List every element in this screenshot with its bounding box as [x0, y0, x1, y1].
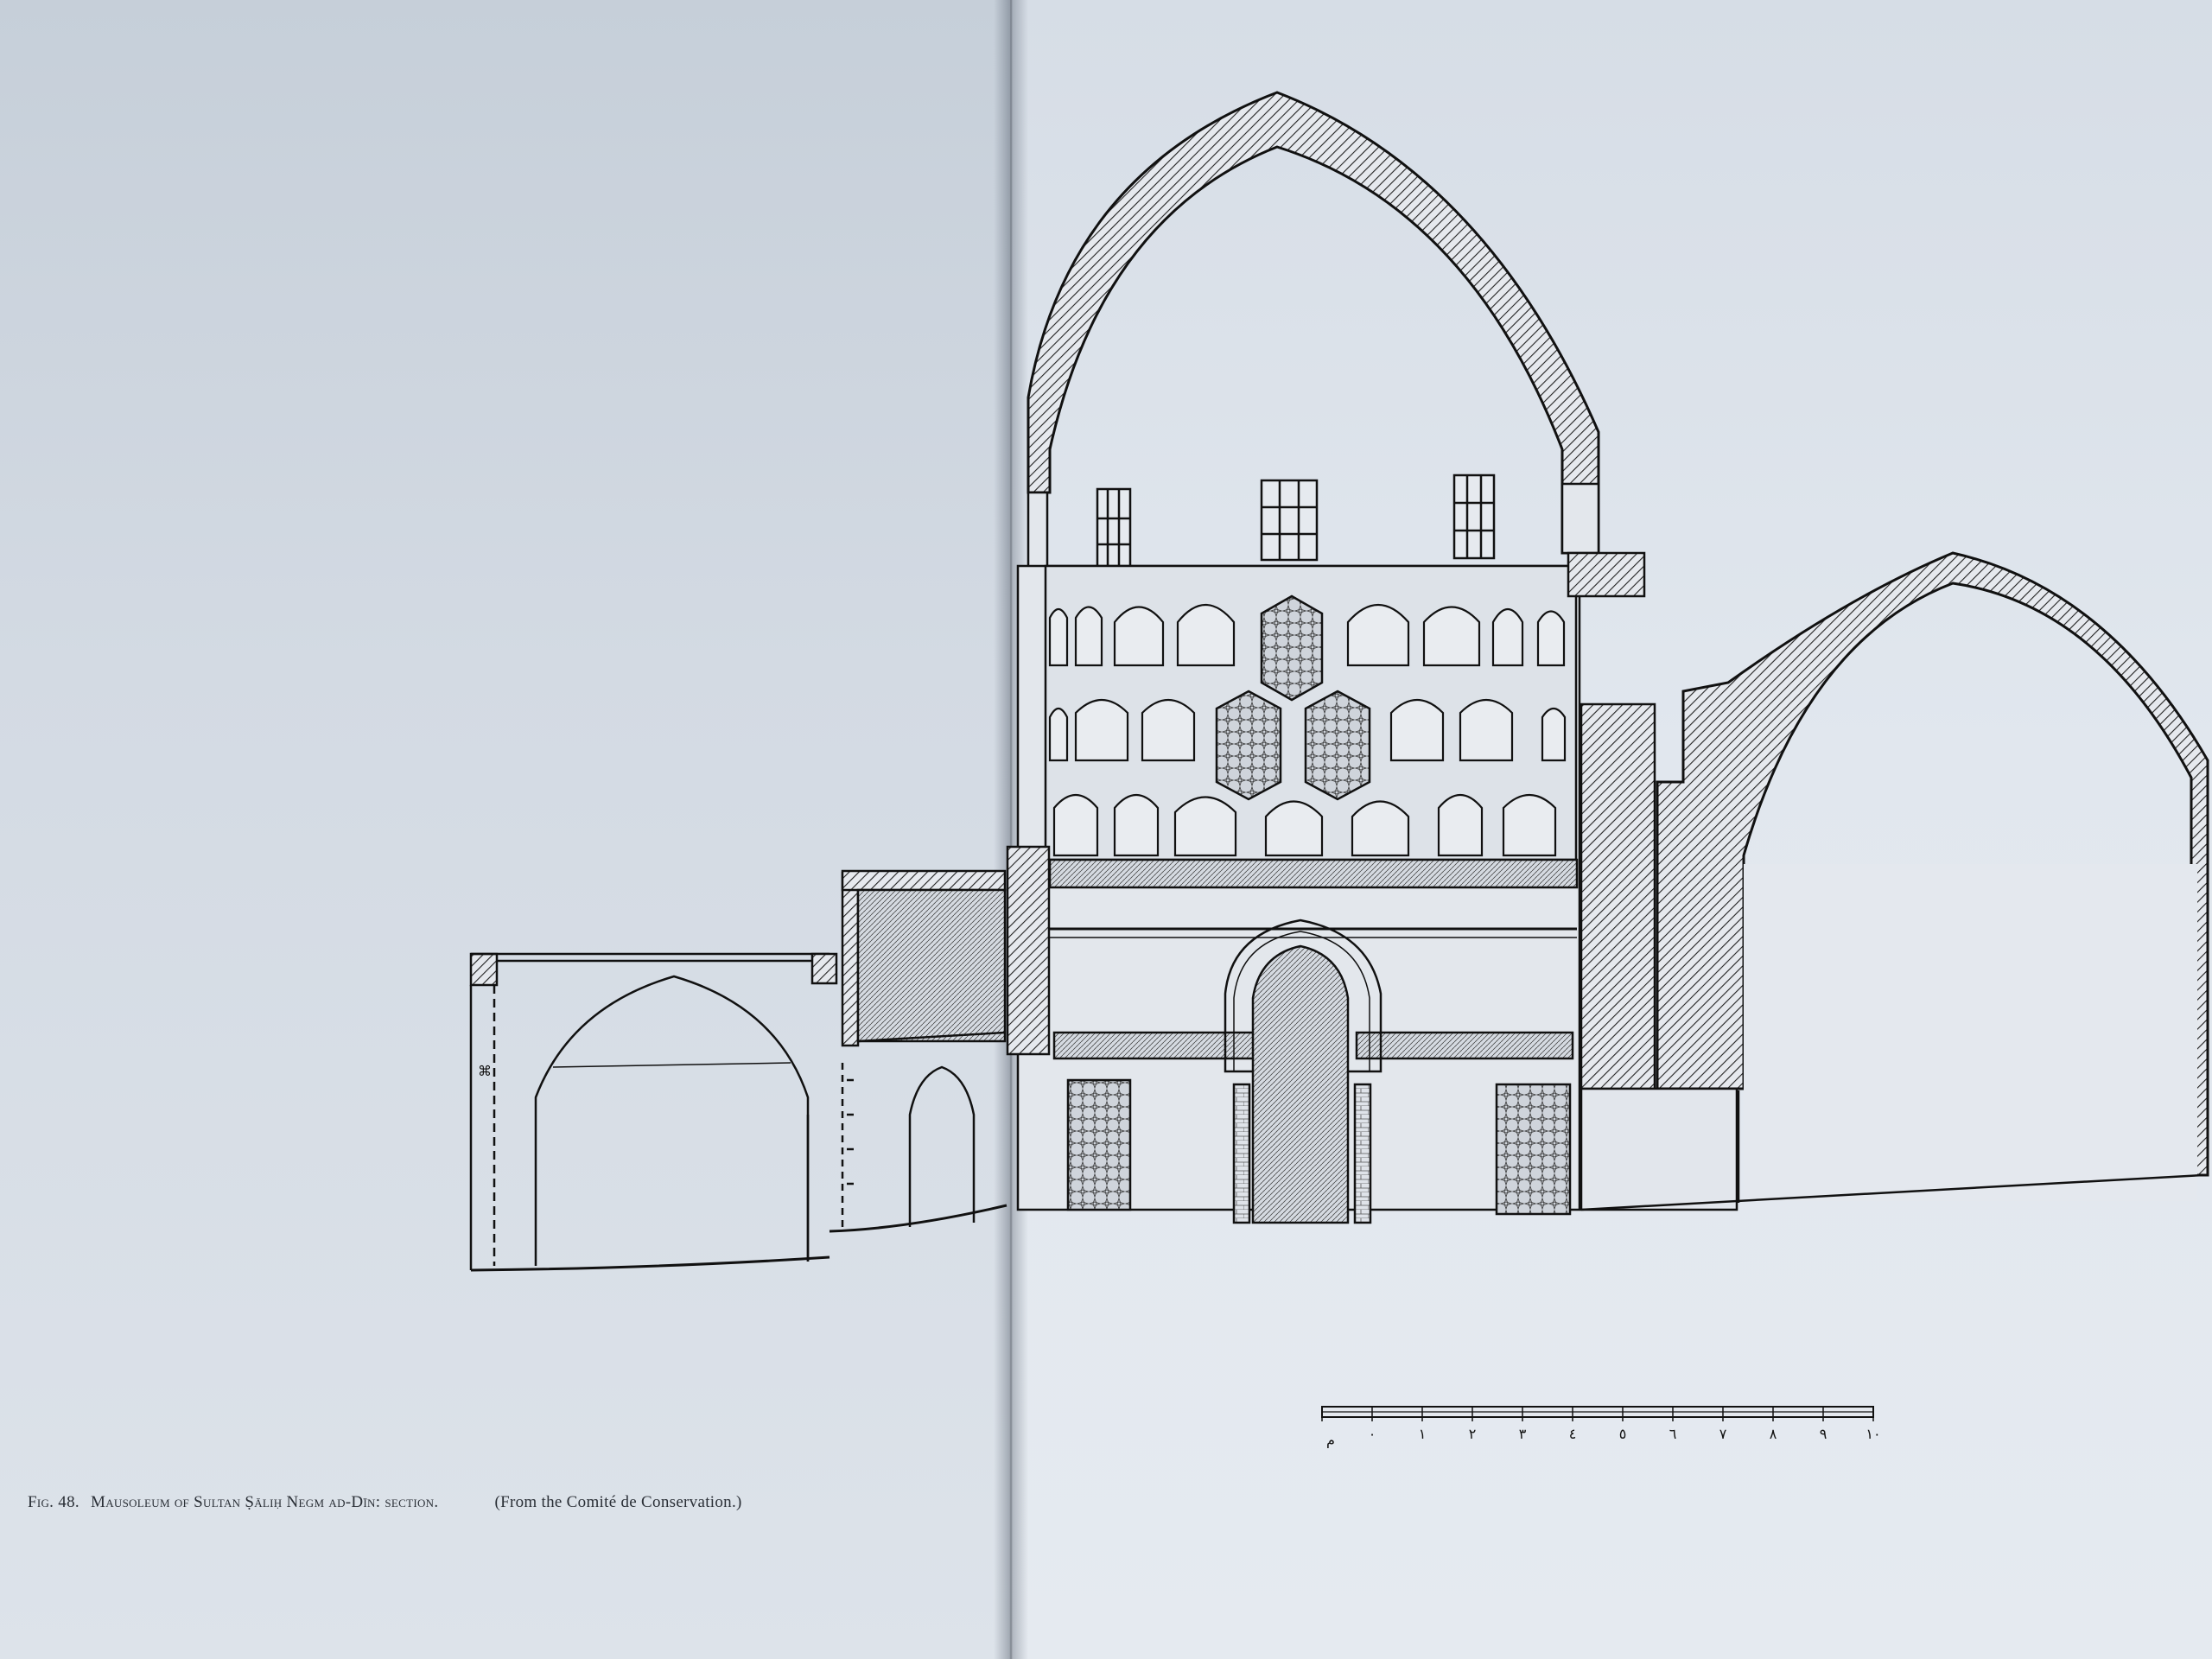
left-page	[0, 0, 1009, 1659]
scale-labels: ١٠ ٩ ٨ ٧ ٦ ٥ ٤ ٣ ٢ ١ ٠ م	[1326, 1426, 1881, 1448]
scale-label: م	[1326, 1432, 1335, 1448]
drum-windows	[1096, 474, 1496, 569]
left-wall-section	[1006, 845, 1051, 1056]
scale-label: ٠	[1369, 1426, 1376, 1442]
muqarnas-row-2	[1048, 699, 1567, 762]
scale-label: ٣	[1519, 1426, 1527, 1442]
muqarnas-row-3	[1052, 794, 1557, 857]
scale-label: ٧	[1719, 1426, 1727, 1442]
scale-bar: ١٠ ٩ ٨ ٧ ٦ ٥ ٤ ٣ ٢ ١ ٠ م	[1321, 1406, 1881, 1448]
scale-label: ٩	[1820, 1426, 1827, 1442]
scale-label: ١٠	[1866, 1426, 1880, 1442]
left-annex: ⌘	[469, 952, 838, 1272]
right-pier-section	[1580, 702, 1656, 1090]
scale-label: ١	[1419, 1426, 1427, 1442]
scale-label: ٤	[1569, 1426, 1577, 1442]
scale-label: ٥	[1619, 1426, 1627, 1442]
scale-label: ٨	[1770, 1426, 1777, 1442]
drum-window-left	[1096, 487, 1132, 569]
scale-label: ٢	[1469, 1426, 1477, 1442]
figure-title: Mausoleum of Sultan Ṣāliḥ Negm ad-Dīn: s…	[91, 1493, 439, 1511]
muqarnas-row-1	[1048, 603, 1566, 667]
drum-window-center	[1260, 479, 1319, 562]
drum-window-right	[1452, 474, 1496, 560]
figure-source: (From the Comité de Conservation.)	[494, 1493, 742, 1511]
figure-number: Fig. 48.	[28, 1493, 79, 1511]
geometric-door-panels	[1066, 1078, 1572, 1216]
svg-text:⌘: ⌘	[478, 1065, 492, 1079]
central-elevation	[1016, 564, 1581, 1211]
right-base	[1580, 1087, 2204, 1211]
right-vault	[1656, 551, 2209, 1201]
scale-ticks	[1321, 1407, 1874, 1421]
scale-label: ٦	[1669, 1426, 1677, 1442]
mihrab	[1224, 918, 1382, 1224]
middle-annex	[829, 869, 1007, 1233]
hexagonal-rosettes	[1215, 594, 1371, 801]
figure-caption: Fig. 48. Mausoleum of Sultan Ṣāliḥ Negm …	[28, 1493, 742, 1512]
